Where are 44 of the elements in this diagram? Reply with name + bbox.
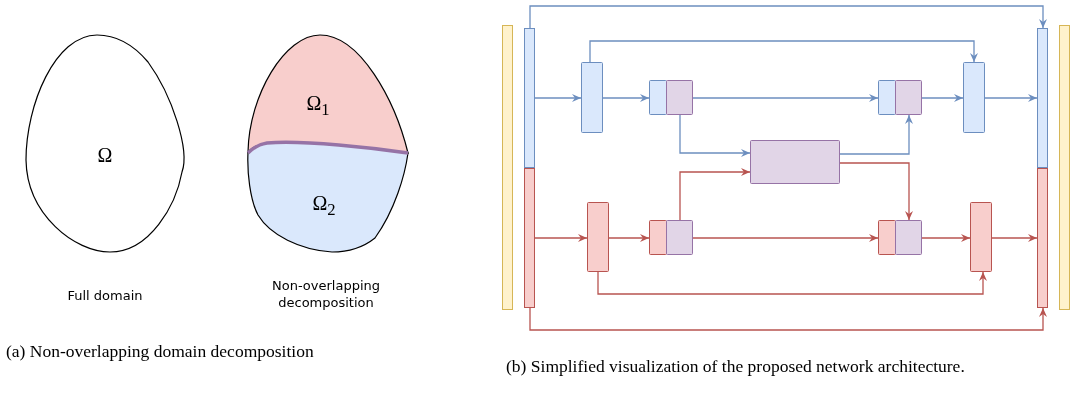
layer-block bbox=[649, 80, 667, 115]
layer-block bbox=[970, 202, 992, 272]
feature-bar bbox=[1037, 28, 1048, 168]
feature-bar bbox=[524, 168, 535, 308]
arrow bbox=[602, 94, 650, 102]
arrow bbox=[534, 94, 582, 102]
arrow bbox=[597, 271, 987, 295]
arrow bbox=[921, 94, 964, 102]
domain-symbol: Ω$_{1}$ bbox=[305, 91, 331, 121]
arrow bbox=[679, 114, 751, 157]
layer-block bbox=[895, 80, 922, 115]
arrow bbox=[679, 168, 751, 221]
feature-bar bbox=[502, 25, 513, 310]
arrow bbox=[839, 162, 913, 221]
feature-bar bbox=[1059, 25, 1070, 310]
arrow bbox=[839, 114, 913, 155]
layer-block bbox=[587, 202, 609, 272]
arrow bbox=[984, 94, 1038, 102]
layer-block bbox=[666, 80, 693, 115]
panel-label: Non-overlapping decomposition bbox=[271, 278, 381, 312]
arrow bbox=[692, 234, 879, 242]
layer-block bbox=[878, 80, 896, 115]
arrow bbox=[529, 5, 1047, 29]
arrow bbox=[608, 234, 650, 242]
figure-caption: (a) Non-overlapping domain decomposition bbox=[6, 340, 315, 363]
arrow bbox=[692, 94, 879, 102]
arrow bbox=[534, 234, 588, 242]
panel-label: Full domain bbox=[66, 288, 144, 305]
layer-block bbox=[895, 220, 922, 255]
feature-bar bbox=[524, 28, 535, 168]
arrow bbox=[589, 40, 978, 63]
feature-bar bbox=[1037, 168, 1048, 308]
figure-caption: (b) Simplified visualization of the proposed network architecture. bbox=[506, 355, 966, 378]
arrow bbox=[921, 234, 971, 242]
domain-symbol: Ω$_{2}$ bbox=[311, 191, 337, 221]
layer-block bbox=[581, 62, 603, 133]
layer-block bbox=[649, 220, 667, 255]
layer-block bbox=[666, 220, 693, 255]
layer-block bbox=[750, 140, 840, 184]
domain-symbol: Ω bbox=[96, 143, 114, 167]
layer-block bbox=[963, 62, 985, 133]
arrow bbox=[991, 234, 1038, 242]
layer-block bbox=[878, 220, 896, 255]
arrow bbox=[529, 307, 1047, 331]
